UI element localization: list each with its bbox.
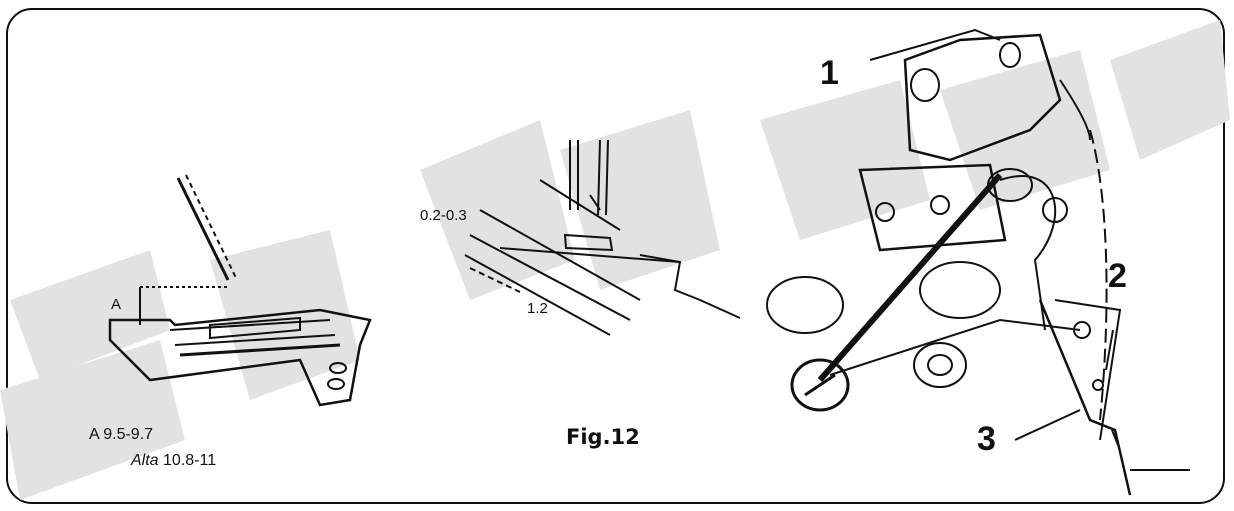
figure-caption: Fig.12 xyxy=(566,425,640,449)
height-marker-label: A xyxy=(111,296,122,313)
callout-1: 1 xyxy=(820,54,839,92)
callout-2: 2 xyxy=(1108,257,1127,295)
presser-foot-drawing xyxy=(108,174,372,407)
spec-alta-value: 10.8-11 xyxy=(163,452,217,469)
spec-alta-prefix: Alta xyxy=(131,452,159,469)
width-measurement-label: 1.2 xyxy=(527,300,548,317)
figure-frame xyxy=(6,8,1225,504)
stitch-drawing xyxy=(464,139,741,336)
gap-measurement-label: 0.2-0.3 xyxy=(420,207,467,224)
spec-alta-label: Alta 10.8-11 xyxy=(131,452,216,470)
callout-3: 3 xyxy=(977,420,996,458)
callout-leader-3 xyxy=(1014,409,1081,441)
spec-a-label: A 9.5-9.7 xyxy=(89,426,154,443)
callout-leader-2 xyxy=(1105,329,1114,371)
machine-drawing xyxy=(766,28,1190,496)
